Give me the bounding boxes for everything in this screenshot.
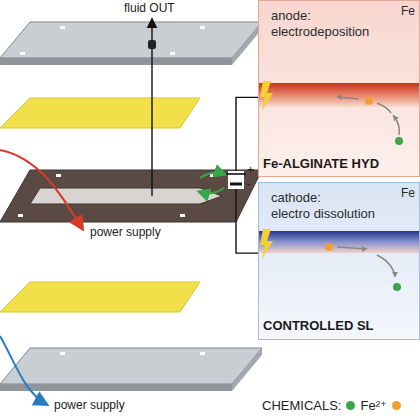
panel-text: electro dissolution	[271, 207, 375, 222]
panel-text: anode:	[271, 9, 311, 24]
legend-swatch	[346, 401, 355, 410]
chemical-dot	[392, 401, 401, 410]
legend-heading: CHEMICALS:	[262, 398, 341, 413]
panel-text: cathode:	[271, 191, 321, 206]
legend: CHEMICALS: Fe²⁺	[262, 398, 401, 413]
polarity-sign: -	[247, 178, 251, 192]
legend-text: Fe²⁺	[360, 398, 386, 413]
port-label: fluid OUT	[124, 2, 175, 16]
panel-title: CONTROLLED SL	[263, 319, 374, 334]
polarity-sign: +	[247, 164, 254, 178]
panel-text: Fe	[401, 5, 415, 19]
wire-label: power supply	[90, 226, 161, 240]
panel-text: electrodeposition	[271, 25, 369, 40]
panel-title: Fe-ALGINATE HYD	[263, 157, 379, 172]
panel-box: cathode:electro dissolution FeCONTROLLED …	[258, 182, 420, 340]
wire-label: power supply	[54, 399, 125, 413]
panel-box: anode:electrodeposition FeFe-ALGINATE HYD	[258, 0, 420, 177]
panel-text: Fe	[401, 187, 415, 201]
